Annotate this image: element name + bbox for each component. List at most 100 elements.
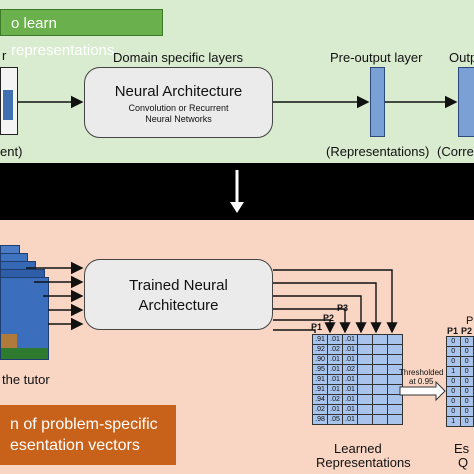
p2-label: P2 [323,313,335,323]
rep-cell: .98 [312,414,328,425]
rep-row: .98.05.01 [312,414,403,425]
q-cell: 0 [446,336,461,347]
input-label-cut: r [2,48,7,63]
q-cell: 0 [446,406,461,417]
rep-cell: .01 [342,404,358,415]
rep-cell: .01 [342,394,358,405]
q-cell: 0 [459,416,474,427]
rep-row: .90.01.01 [312,354,403,365]
rep-cell [372,334,388,345]
q-cell: 0 [459,336,474,347]
rep-cell [372,364,388,375]
tutor-label: the tutor [2,372,50,387]
rep-row: .91.01.01 [312,334,403,345]
rep-cell [357,394,373,405]
rep-cell [387,394,403,405]
trained-architecture-box: Trained Neural Architecture [84,259,273,330]
rep-cell [372,414,388,425]
rep-cell: .01 [327,384,343,395]
q-header-p2: P2 [461,326,473,336]
p3-label: P3 [337,303,349,313]
rep-row: .91.01.01 [312,374,403,385]
rep-cell: .01 [327,334,343,345]
domain-layers-label: Domain specific layers [113,50,244,65]
q-cell: 0 [459,376,474,387]
rep-cell: .01 [327,374,343,385]
rep-cell: .01 [342,374,358,385]
q-top-cut: P [466,315,474,327]
screenshot-stack [0,245,49,360]
neural-architecture-title: Neural Architecture [114,83,243,100]
learned-representations-table: .91.01.01.92.02.01.90.01.01.95.01.02.91.… [312,334,403,425]
orange-line1: n of problem-specific [10,416,158,433]
rep-cell [387,334,403,345]
q-cell: 0 [459,396,474,407]
rep-cell [372,374,388,385]
neural-architecture-sub1: Convolution or Recurrent [128,103,229,113]
learned-label-line1: Learned [334,441,382,456]
rep-cell: .90 [312,354,328,365]
rep-cell: .01 [342,384,358,395]
rep-cell: .95 [312,364,328,375]
input-image-thumbnail [0,67,18,135]
rep-cell: .01 [342,354,358,365]
rep-cell [372,344,388,355]
rep-cell [372,404,388,415]
q-cell: 0 [459,366,474,377]
q-cell: 0 [446,356,461,367]
representations-paren-label: (Representations) [326,144,430,159]
rep-cell [372,354,388,365]
q-cell: 1 [446,366,461,377]
rep-cell: .01 [342,334,358,345]
rep-cell: .01 [327,354,343,365]
q-cell: 0 [459,346,474,357]
rep-cell: .01 [327,404,343,415]
divider-band [0,163,474,220]
q-cell: 0 [459,406,474,417]
output-label-cut: Outp [449,50,474,65]
rep-cell: .91 [312,374,328,385]
rep-cell: .05 [327,414,343,425]
rep-row: .95.01.02 [312,364,403,375]
problem-specific-box: n of problem-specific esentation vectors [0,405,176,465]
rep-cell [357,364,373,375]
correct-paren-label-cut: (Corre [437,144,474,159]
q-cell: 0 [446,376,461,387]
learned-label-line2: Representations [316,455,411,470]
q-label-cut: Q [458,455,469,470]
q-cell: 0 [459,356,474,367]
rep-cell [387,404,403,415]
rep-cell: .94 [312,394,328,405]
rep-row: .91.01.01 [312,384,403,395]
rep-row: .92.02.01 [312,344,403,355]
p1-label: P1 [311,322,323,332]
q-cell: 0 [459,386,474,397]
neural-architecture-box: Neural Architecture Convolution or Recur… [84,67,273,138]
trained-line2: Architecture [138,297,219,314]
input-paren-label-cut: ent) [0,144,23,159]
rep-cell: .01 [342,414,358,425]
rep-cell [387,414,403,425]
rep-cell [387,354,403,365]
rep-cell [357,344,373,355]
rep-row: .94.02.01 [312,394,403,405]
rep-cell: .01 [327,364,343,375]
rep-cell: .01 [342,344,358,355]
q-cell: 0 [446,346,461,357]
rep-cell: .91 [312,384,328,395]
thresholded-line1: Thresholded [399,368,444,377]
rep-cell: .91 [312,334,328,345]
rep-cell [372,394,388,405]
rep-cell: .02 [312,404,328,415]
rep-cell [357,374,373,385]
thresholded-label: Thresholded at 0.95 [399,368,443,386]
q-cell: 0 [446,396,461,407]
